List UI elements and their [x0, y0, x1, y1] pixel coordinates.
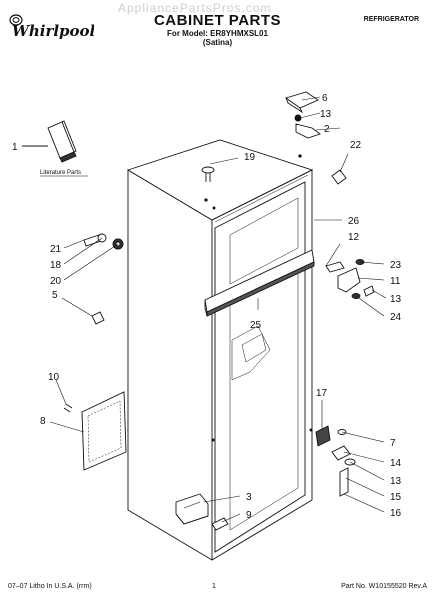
- callout-12: 12: [348, 232, 360, 243]
- literature-booklet: [47, 120, 77, 163]
- center-rail: [204, 249, 315, 317]
- screw-10: [63, 403, 73, 413]
- machine-compartment-grille: [81, 391, 127, 471]
- callout-13-top: 13: [320, 109, 332, 120]
- callout-14: 14: [390, 458, 402, 469]
- callout-2: 2: [324, 124, 330, 135]
- callout-1: 1: [12, 142, 18, 153]
- model-line: For Model: ER8YHMXSL01: [167, 29, 268, 38]
- callout-numbers: 1 Literature Parts 6 13 2 22 19 26 12 23…: [12, 93, 402, 521]
- part-number: Part No. W10155520 Rev.A: [341, 583, 427, 590]
- callout-7: 7: [390, 438, 396, 449]
- callout-6: 6: [322, 93, 328, 104]
- callout-9: 9: [246, 510, 252, 521]
- callout-25: 25: [250, 320, 262, 331]
- literature-parts-label: Literature Parts: [40, 170, 81, 176]
- leader-lines: [49, 96, 387, 523]
- svg-text:Whirlpool: Whirlpool: [12, 22, 94, 40]
- whirlpool-logo: Whirlpool: [9, 14, 94, 40]
- watermark: AppliancePartsPros.com: [118, 1, 272, 15]
- bottom-hinge-assembly: [315, 425, 356, 497]
- page-title: CABINET PARTS: [153, 12, 282, 29]
- callout-20: 20: [50, 276, 62, 287]
- callout-22: 22: [350, 140, 362, 151]
- callout-26: 26: [348, 216, 360, 227]
- screw-19: [201, 166, 215, 182]
- callout-8: 8: [40, 416, 46, 427]
- center-hinge-assembly: [325, 259, 375, 299]
- refrigerator-cabinet: [126, 139, 314, 561]
- callout-18: 18: [50, 260, 62, 271]
- callout-21: 21: [50, 244, 62, 255]
- callout-24: 24: [390, 312, 402, 323]
- leveling-leg-assembly: [175, 493, 229, 531]
- print-info: 07–07 Litho In U.S.A. (rrm): [8, 583, 92, 590]
- category-label: REFRIGERATOR: [363, 16, 419, 23]
- callout-17: 17: [316, 388, 328, 399]
- callout-19: 19: [244, 152, 256, 163]
- callout-13-middle: 13: [390, 294, 402, 305]
- bracket-5: [91, 311, 105, 325]
- callout-16: 16: [390, 508, 402, 519]
- top-hinge-assembly: [284, 91, 347, 185]
- callout-3: 3: [246, 492, 252, 503]
- callout-10: 10: [48, 372, 60, 383]
- callout-23: 23: [390, 260, 402, 271]
- finish-line: (Satina): [202, 38, 233, 47]
- callout-11: 11: [390, 276, 401, 287]
- callout-5: 5: [52, 290, 58, 301]
- callout-15: 15: [390, 492, 402, 503]
- left-door-stop-assembly: [83, 233, 124, 250]
- callout-13-bottom: 13: [390, 476, 402, 487]
- page-number: 1: [212, 583, 216, 590]
